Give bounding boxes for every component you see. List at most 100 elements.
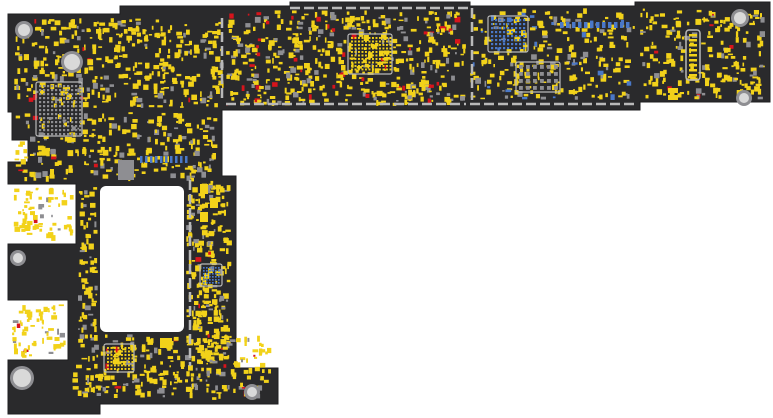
connector-pin [602,22,606,28]
smd-pad [121,20,126,24]
rf-bga-ball [491,31,494,34]
smd-pad [138,39,143,43]
smd-pad [51,73,55,79]
smd-pad [205,252,210,257]
smd-pad [191,212,195,216]
pmic-bga-ball [114,361,116,363]
smd-pad [441,82,447,86]
smd-pad [428,84,434,88]
soc-bga-ball [354,44,357,46]
smd-pad [61,26,67,30]
smd-pad [400,31,406,34]
cpu-bga-ball [75,101,78,104]
pmic-bga-ball [131,357,134,360]
smd-pad [89,191,95,197]
soc-bga-ball [379,54,381,57]
smd-pad [442,84,447,88]
smd-pad [117,20,123,26]
smd-pad [60,91,65,96]
smd-pad [235,49,239,53]
smd-pad [611,57,613,62]
smd-pad [213,334,220,340]
smd-pad [646,62,651,69]
smd-pad [285,95,290,101]
codec-bga-ball [212,270,214,272]
smd-pad [18,310,24,314]
smd-pad [287,36,292,40]
smd-pad [27,345,30,350]
cpu-bga-ball [75,113,78,116]
smd-pad [324,98,329,102]
smd-pad [72,101,75,108]
smd-pad [34,57,37,61]
smd-pad [274,10,281,14]
smd-pad [134,96,139,98]
cpu-bga-ball [39,93,42,96]
smd-pad [223,356,229,360]
smd-pad [547,11,551,15]
smd-pad [204,348,208,354]
smd-pad [212,397,217,400]
smd-pad [624,65,630,68]
smd-pad [555,55,559,61]
smd-pad [716,72,722,78]
smd-pad [720,19,723,24]
smd-pad [308,75,313,79]
smd-pad [122,348,127,351]
rf-bga-ball [519,31,522,34]
rf-bga-ball [511,27,514,30]
smd-pad [209,244,213,250]
smd-pad [208,40,213,44]
smd-pad [277,50,284,56]
smd-pad [597,70,604,76]
smd-pad [574,96,578,100]
smd-pad [292,38,297,44]
soc-bga-ball [361,61,364,64]
smd-pad [257,94,262,97]
smd-pad [674,37,676,41]
rf-bga-ball [511,19,514,22]
smd-pad [343,25,349,30]
smd-pad [98,27,101,33]
smd-pad [663,61,669,64]
smd-pad [106,169,112,172]
smd-pad [312,88,316,91]
smd-pad [102,174,109,179]
smd-pad [246,45,251,48]
smd-pad [145,39,149,42]
smd-pad [238,70,242,75]
cpu-bga-ball [55,93,58,96]
smd-pad [81,242,85,247]
smd-pad [398,58,404,64]
smd-pad [401,93,407,97]
smd-pad [265,85,271,90]
smd-pad [202,135,208,140]
smd-pad [108,117,115,121]
smd-pad [19,320,22,324]
smd-pad [586,22,593,29]
smd-pad [733,61,739,67]
smd-pad [384,65,387,70]
smd-pad [57,114,62,120]
cpu-bga-ball [75,89,78,92]
smd-pad [158,348,162,355]
smd-pad [640,52,644,57]
smd-pad [37,141,40,143]
smd-pad [145,370,151,374]
smd-pad [480,97,485,100]
smd-pad [177,36,183,39]
smd-pad [583,58,587,64]
smd-pad [596,27,600,32]
smd-pad [22,209,24,212]
smd-pad [388,24,391,29]
codec-bga-ball [206,273,208,275]
smd-pad [77,127,80,130]
smd-pad [88,154,91,158]
smd-pad [561,18,565,21]
smd-pad [18,211,22,215]
smd-pad [57,228,61,231]
soc-bga-ball [372,61,374,64]
soc-bga-ball [368,37,371,39]
memory-bga-ball [540,72,544,76]
mounting-hole [13,369,31,387]
